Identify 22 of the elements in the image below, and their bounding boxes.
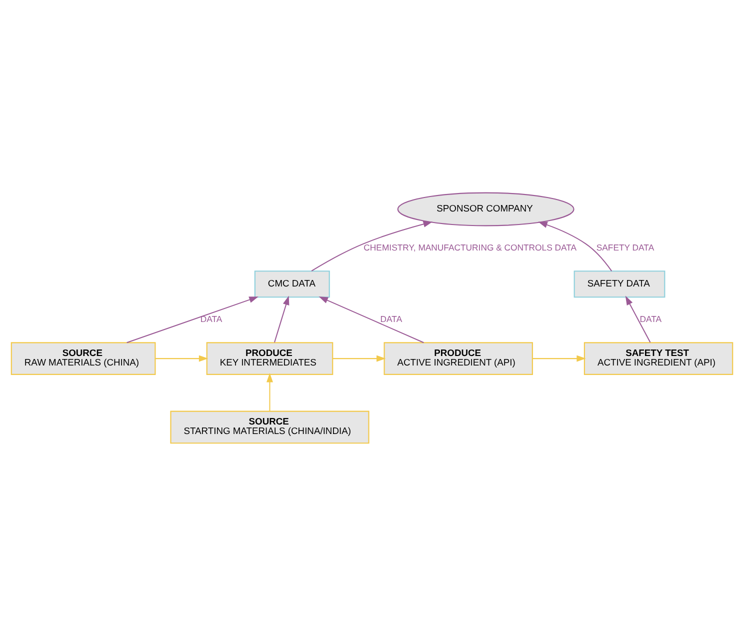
arrow (532, 355, 586, 362)
edge-label: DATA (380, 314, 402, 324)
arrow (126, 296, 258, 344)
arrow (266, 372, 273, 412)
node-box: CMC DATA (254, 270, 330, 298)
node-box: PRODUCE KEY INTERMEDIATES (206, 342, 334, 375)
edge-label: DATA (200, 314, 222, 324)
node-box: SAFETY DATA (574, 270, 666, 298)
edge-label: SAFETY DATA (596, 242, 654, 253)
arrow (311, 220, 433, 272)
arrow (332, 355, 386, 362)
node-box: PRODUCE ACTIVE INGREDIENT (API) (384, 342, 533, 375)
node-box: SAFETY TEST ACTIVE INGREDIENT (API) (584, 342, 734, 375)
arrow (274, 296, 290, 342)
node-box: SOURCE STARTING MATERIALS (CHINA/INDIA) (170, 410, 370, 444)
arrow (318, 296, 424, 344)
edge-label: CHEMISTRY, MANUFACTURING & CONTROLS DATA (364, 242, 577, 253)
edge-label: DATA (640, 314, 662, 324)
arrow (538, 222, 612, 272)
arrow (155, 355, 208, 362)
node-box: SOURCE RAW MATERIALS (CHINA) (10, 342, 156, 375)
arrow (625, 296, 651, 343)
